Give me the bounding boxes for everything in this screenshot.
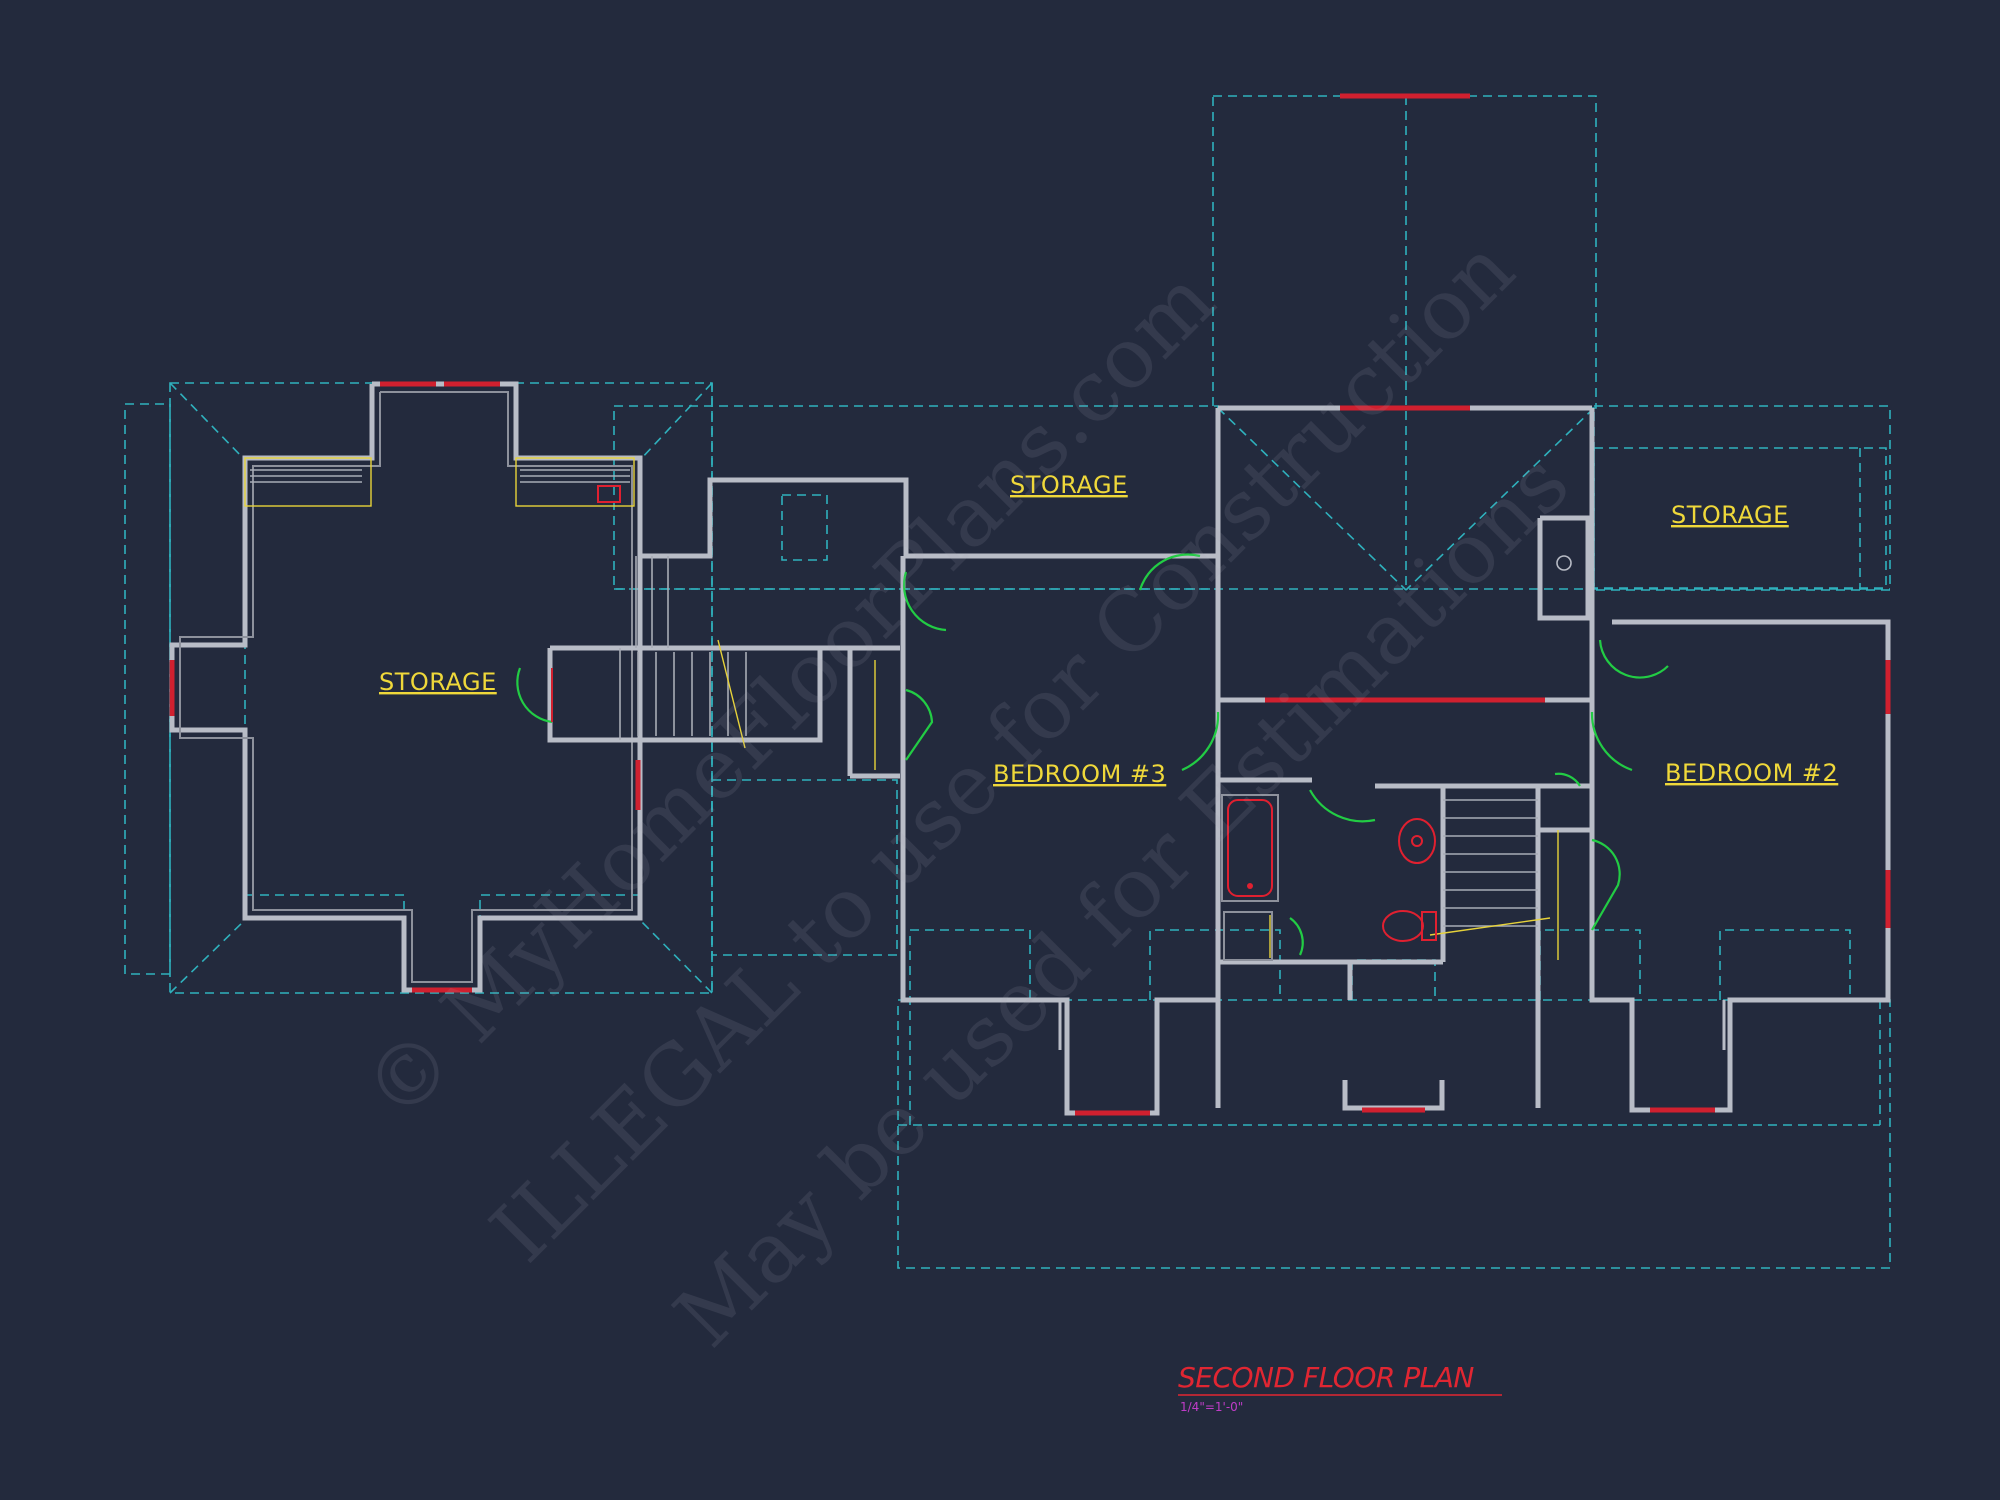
room-label-bedroom-3: BEDROOM #3 — [993, 760, 1166, 788]
room-label-storage-right: STORAGE — [1671, 501, 1789, 529]
watermark: © MyHomeFloorPlans.com ILLEGAL to use fo… — [345, 220, 1588, 1365]
room-label-storage-center: STORAGE — [1010, 471, 1128, 499]
drawing-scale: 1/4"=1'-0" — [1180, 1400, 1243, 1414]
stairs — [619, 556, 1559, 960]
fixtures — [244, 457, 1726, 1050]
windows — [169, 93, 1891, 1116]
room-label-storage-left: STORAGE — [379, 668, 497, 696]
doors — [516, 553, 1669, 956]
drawing-title: SECOND FLOOR PLAN — [1178, 1361, 1474, 1394]
room-label-bedroom-2: BEDROOM #2 — [1665, 759, 1838, 787]
